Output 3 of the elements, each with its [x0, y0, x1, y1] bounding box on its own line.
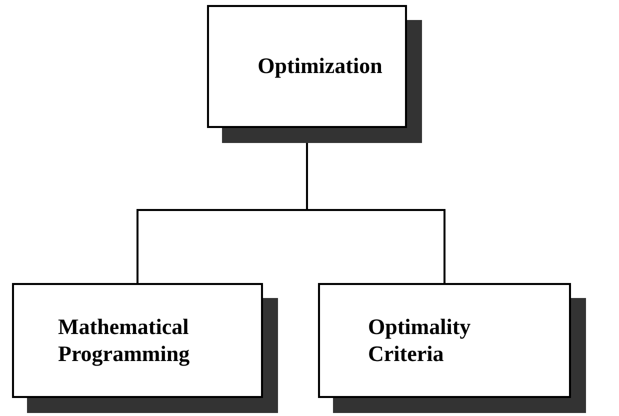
- box-label: Optimality Criteria: [368, 314, 472, 367]
- box-label: Optimization: [258, 53, 382, 80]
- box-label: Mathematical Programming: [58, 314, 191, 367]
